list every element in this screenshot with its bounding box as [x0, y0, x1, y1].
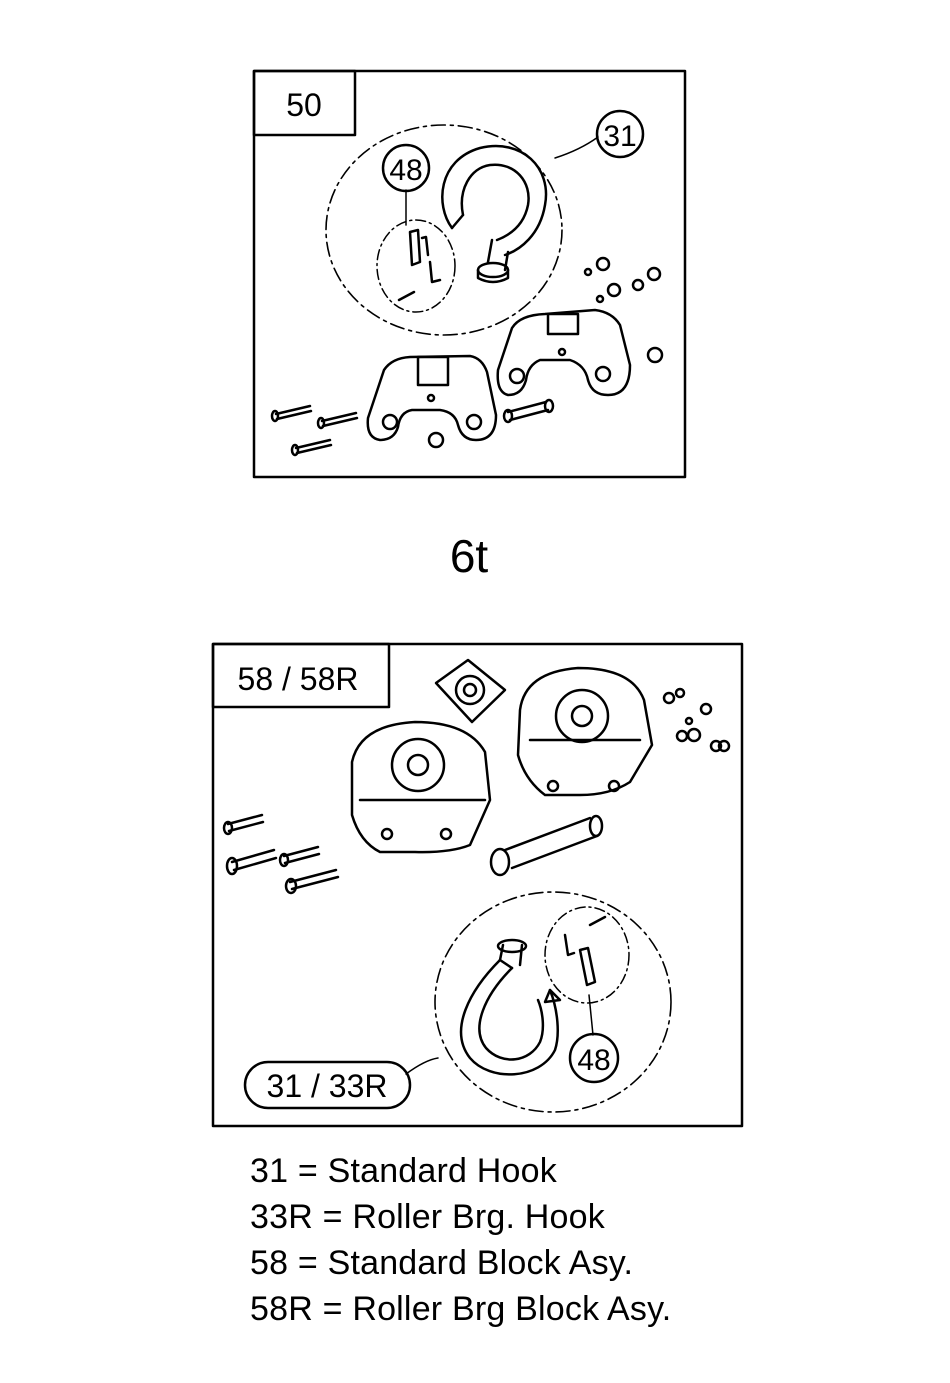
leader-hook-bottom	[406, 1058, 438, 1074]
hook-drawing	[442, 146, 546, 282]
latch-group-outline-bottom	[545, 907, 629, 1003]
side-plate-right	[498, 310, 630, 395]
block-housing-left	[352, 722, 490, 852]
bolts-top	[272, 400, 553, 455]
callout-hook-top: 31	[603, 120, 636, 153]
leader-latch-bottom	[589, 995, 593, 1035]
latch-group-outline	[377, 220, 455, 312]
legend-item: 58 = Standard Block Asy.	[250, 1240, 671, 1286]
legend-item: 58R = Roller Brg Block Asy.	[250, 1286, 671, 1332]
nuts-bottom	[664, 689, 729, 751]
swivel-housing	[436, 660, 505, 722]
bottom-panel	[213, 644, 742, 1126]
bolts-bottom	[224, 815, 338, 893]
leader-hook	[555, 137, 598, 158]
legend-item: 31 = Standard Hook	[250, 1148, 671, 1194]
side-plate-left	[368, 356, 496, 440]
legend-item: 33R = Roller Brg. Hook	[250, 1194, 671, 1240]
latch-drawing	[399, 230, 440, 300]
latch-drawing-bottom	[565, 917, 605, 985]
part-legend: 31 = Standard Hook 33R = Roller Brg. Hoo…	[250, 1148, 671, 1332]
callout-hook-bottom: 31 / 33R	[267, 1068, 388, 1104]
block-housing-right	[518, 668, 652, 795]
callout-latch-top: 48	[389, 154, 422, 187]
top-panel-tag: 50	[286, 87, 322, 123]
axle-shaft	[491, 816, 602, 875]
capacity-caption: 6t	[450, 530, 489, 582]
callout-latch-bottom: 48	[577, 1044, 610, 1077]
bottom-panel-tag: 58 / 58R	[238, 661, 359, 697]
